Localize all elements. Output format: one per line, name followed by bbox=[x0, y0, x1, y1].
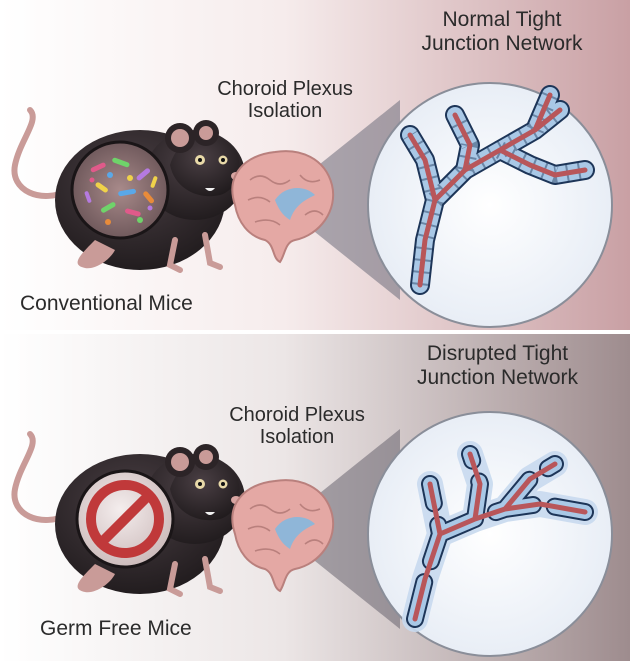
top-network-label: Normal Tight Junction Network bbox=[392, 8, 612, 55]
top-isolation-label: Choroid Plexus Isolation bbox=[200, 78, 370, 123]
magnified-view bbox=[367, 82, 613, 328]
top-network-line1: Normal Tight bbox=[442, 8, 562, 31]
conventional-panel-art bbox=[0, 0, 630, 330]
conventional-mice-label: Conventional Mice bbox=[20, 292, 193, 315]
mouse-tail bbox=[11, 107, 73, 199]
bottom-network-line2: Junction Network bbox=[416, 365, 579, 389]
mouse-back-foot bbox=[77, 240, 115, 269]
mouse-tail bbox=[11, 431, 73, 523]
germ-free-mice-label: Germ Free Mice bbox=[40, 617, 192, 640]
microbiome-icon bbox=[70, 140, 170, 240]
no-symbol-icon bbox=[75, 469, 175, 569]
brain-icon bbox=[231, 150, 335, 264]
germ-free-panel: Germ Free Mice Choroid Plexus Isolation … bbox=[0, 334, 630, 661]
top-isolation-line1: Choroid Plexus bbox=[217, 78, 353, 100]
ventricle bbox=[275, 188, 315, 220]
zoom-cone bbox=[275, 429, 400, 629]
zoom-cone bbox=[275, 100, 400, 300]
tight-junction-network-icon bbox=[367, 82, 613, 328]
germ-free-panel-art bbox=[0, 334, 630, 661]
conventional-panel: Conventional Mice Choroid Plexus Isolati… bbox=[0, 0, 630, 330]
brain-icon bbox=[231, 479, 335, 593]
ventricle bbox=[275, 517, 315, 549]
vessel bbox=[407, 92, 588, 288]
mouse-icon bbox=[11, 431, 245, 597]
vessel bbox=[412, 451, 588, 622]
top-isolation-line2: Isolation bbox=[247, 100, 323, 123]
bottom-network-label: Disrupted Tight Junction Network bbox=[385, 342, 610, 389]
bottom-isolation-line2: Isolation bbox=[259, 426, 335, 449]
top-network-line2: Junction Network bbox=[421, 31, 583, 55]
bottom-isolation-line1: Choroid Plexus bbox=[229, 404, 365, 426]
mouse-icon bbox=[11, 107, 245, 273]
bottom-network-line1: Disrupted Tight bbox=[426, 342, 569, 365]
mouse-head bbox=[170, 460, 240, 521]
mouse-head bbox=[170, 136, 240, 197]
mouse-front-leg bbox=[166, 237, 183, 273]
bottom-isolation-label: Choroid Plexus Isolation bbox=[207, 404, 387, 449]
tight-junction-network-icon bbox=[367, 411, 613, 657]
